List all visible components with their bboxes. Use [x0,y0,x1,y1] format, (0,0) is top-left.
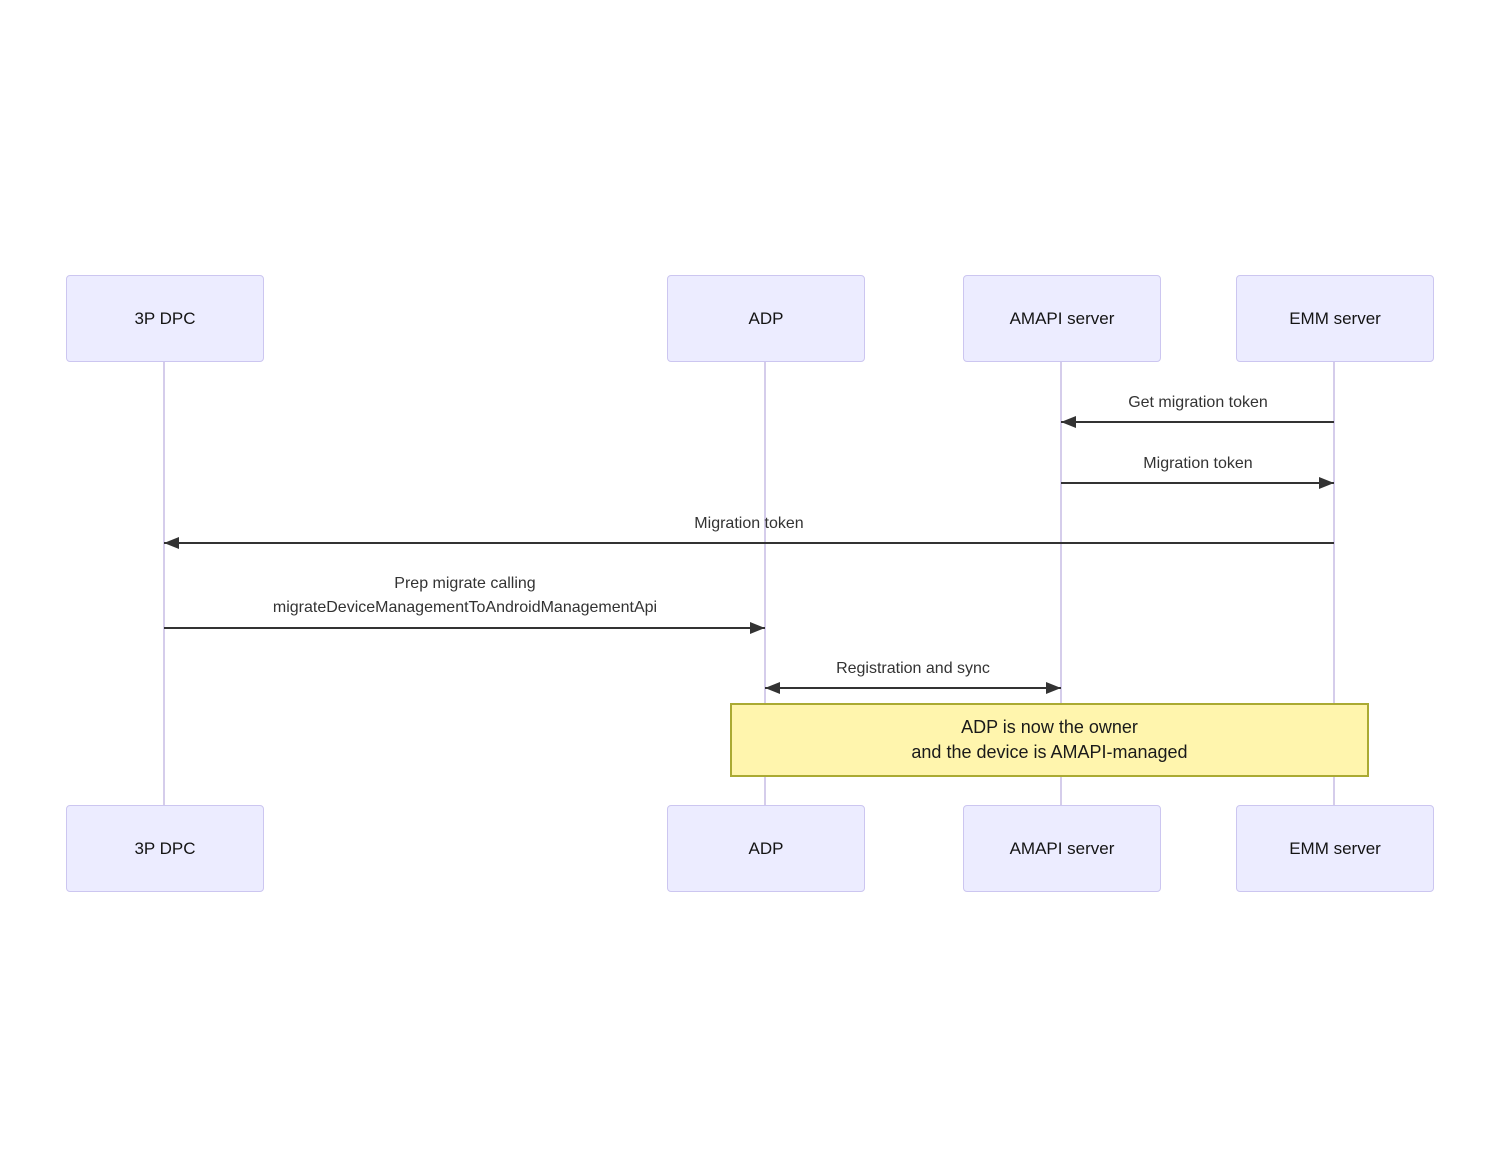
message-arrow-migration-token-2 [164,537,1334,549]
message-arrow-registration-and-sync [765,682,1061,694]
actor-label: AMAPI server [1009,308,1115,328]
message-label-prep-migrate: Prep migrate calling migrateDeviceManage… [273,572,657,620]
arrowhead-right-icon [1319,477,1334,489]
lifeline-adp [764,360,766,806]
arrowhead-left-icon [1061,416,1076,428]
message-label-migration-token-2: Migration token [694,515,804,532]
actor-label: ADP [748,838,784,858]
actor-emm-server-bottom: EMM server [1236,805,1434,892]
message-label-line1: Prep migrate calling [394,575,536,592]
actor-label: ADP [748,308,784,328]
note-line1: ADP is now the owner [961,717,1138,737]
actor-3p-dpc-bottom: 3P DPC [66,805,264,892]
lifeline-amapi-server [1060,360,1062,806]
arrowhead-right-icon [750,622,765,634]
actor-3p-dpc-top: 3P DPC [66,275,264,362]
arrowhead-left-icon [164,537,179,549]
actor-label: AMAPI server [1009,838,1115,858]
note-line2: and the device is AMAPI-managed [911,742,1188,762]
actor-emm-server-top: EMM server [1236,275,1434,362]
actor-amapi-server-bottom: AMAPI server [963,805,1161,892]
message-arrow-migration-token-1 [1061,477,1334,489]
actor-label: EMM server [1289,838,1381,858]
arrowhead-right-icon [1046,682,1061,694]
lifeline-emm-server [1333,360,1335,806]
arrowhead-left-icon [765,682,780,694]
note-adp-owner: ADP is now the owner and the device is A… [730,703,1369,777]
message-arrow-get-migration-token [1061,416,1334,428]
message-label-line2: migrateDeviceManagementToAndroidManageme… [272,599,658,616]
lifeline-3p-dpc [163,360,165,806]
actor-adp-top: ADP [667,275,865,362]
message-label-migration-token-1: Migration token [1143,455,1253,472]
actor-label: EMM server [1289,308,1381,328]
actor-label: 3P DPC [134,308,196,328]
message-label-registration-and-sync: Registration and sync [836,660,990,677]
actor-label: 3P DPC [134,838,196,858]
message-arrow-prep-migrate [164,622,765,634]
message-label-get-migration-token: Get migration token [1128,394,1268,411]
actor-adp-bottom: ADP [667,805,865,892]
actor-amapi-server-top: AMAPI server [963,275,1161,362]
